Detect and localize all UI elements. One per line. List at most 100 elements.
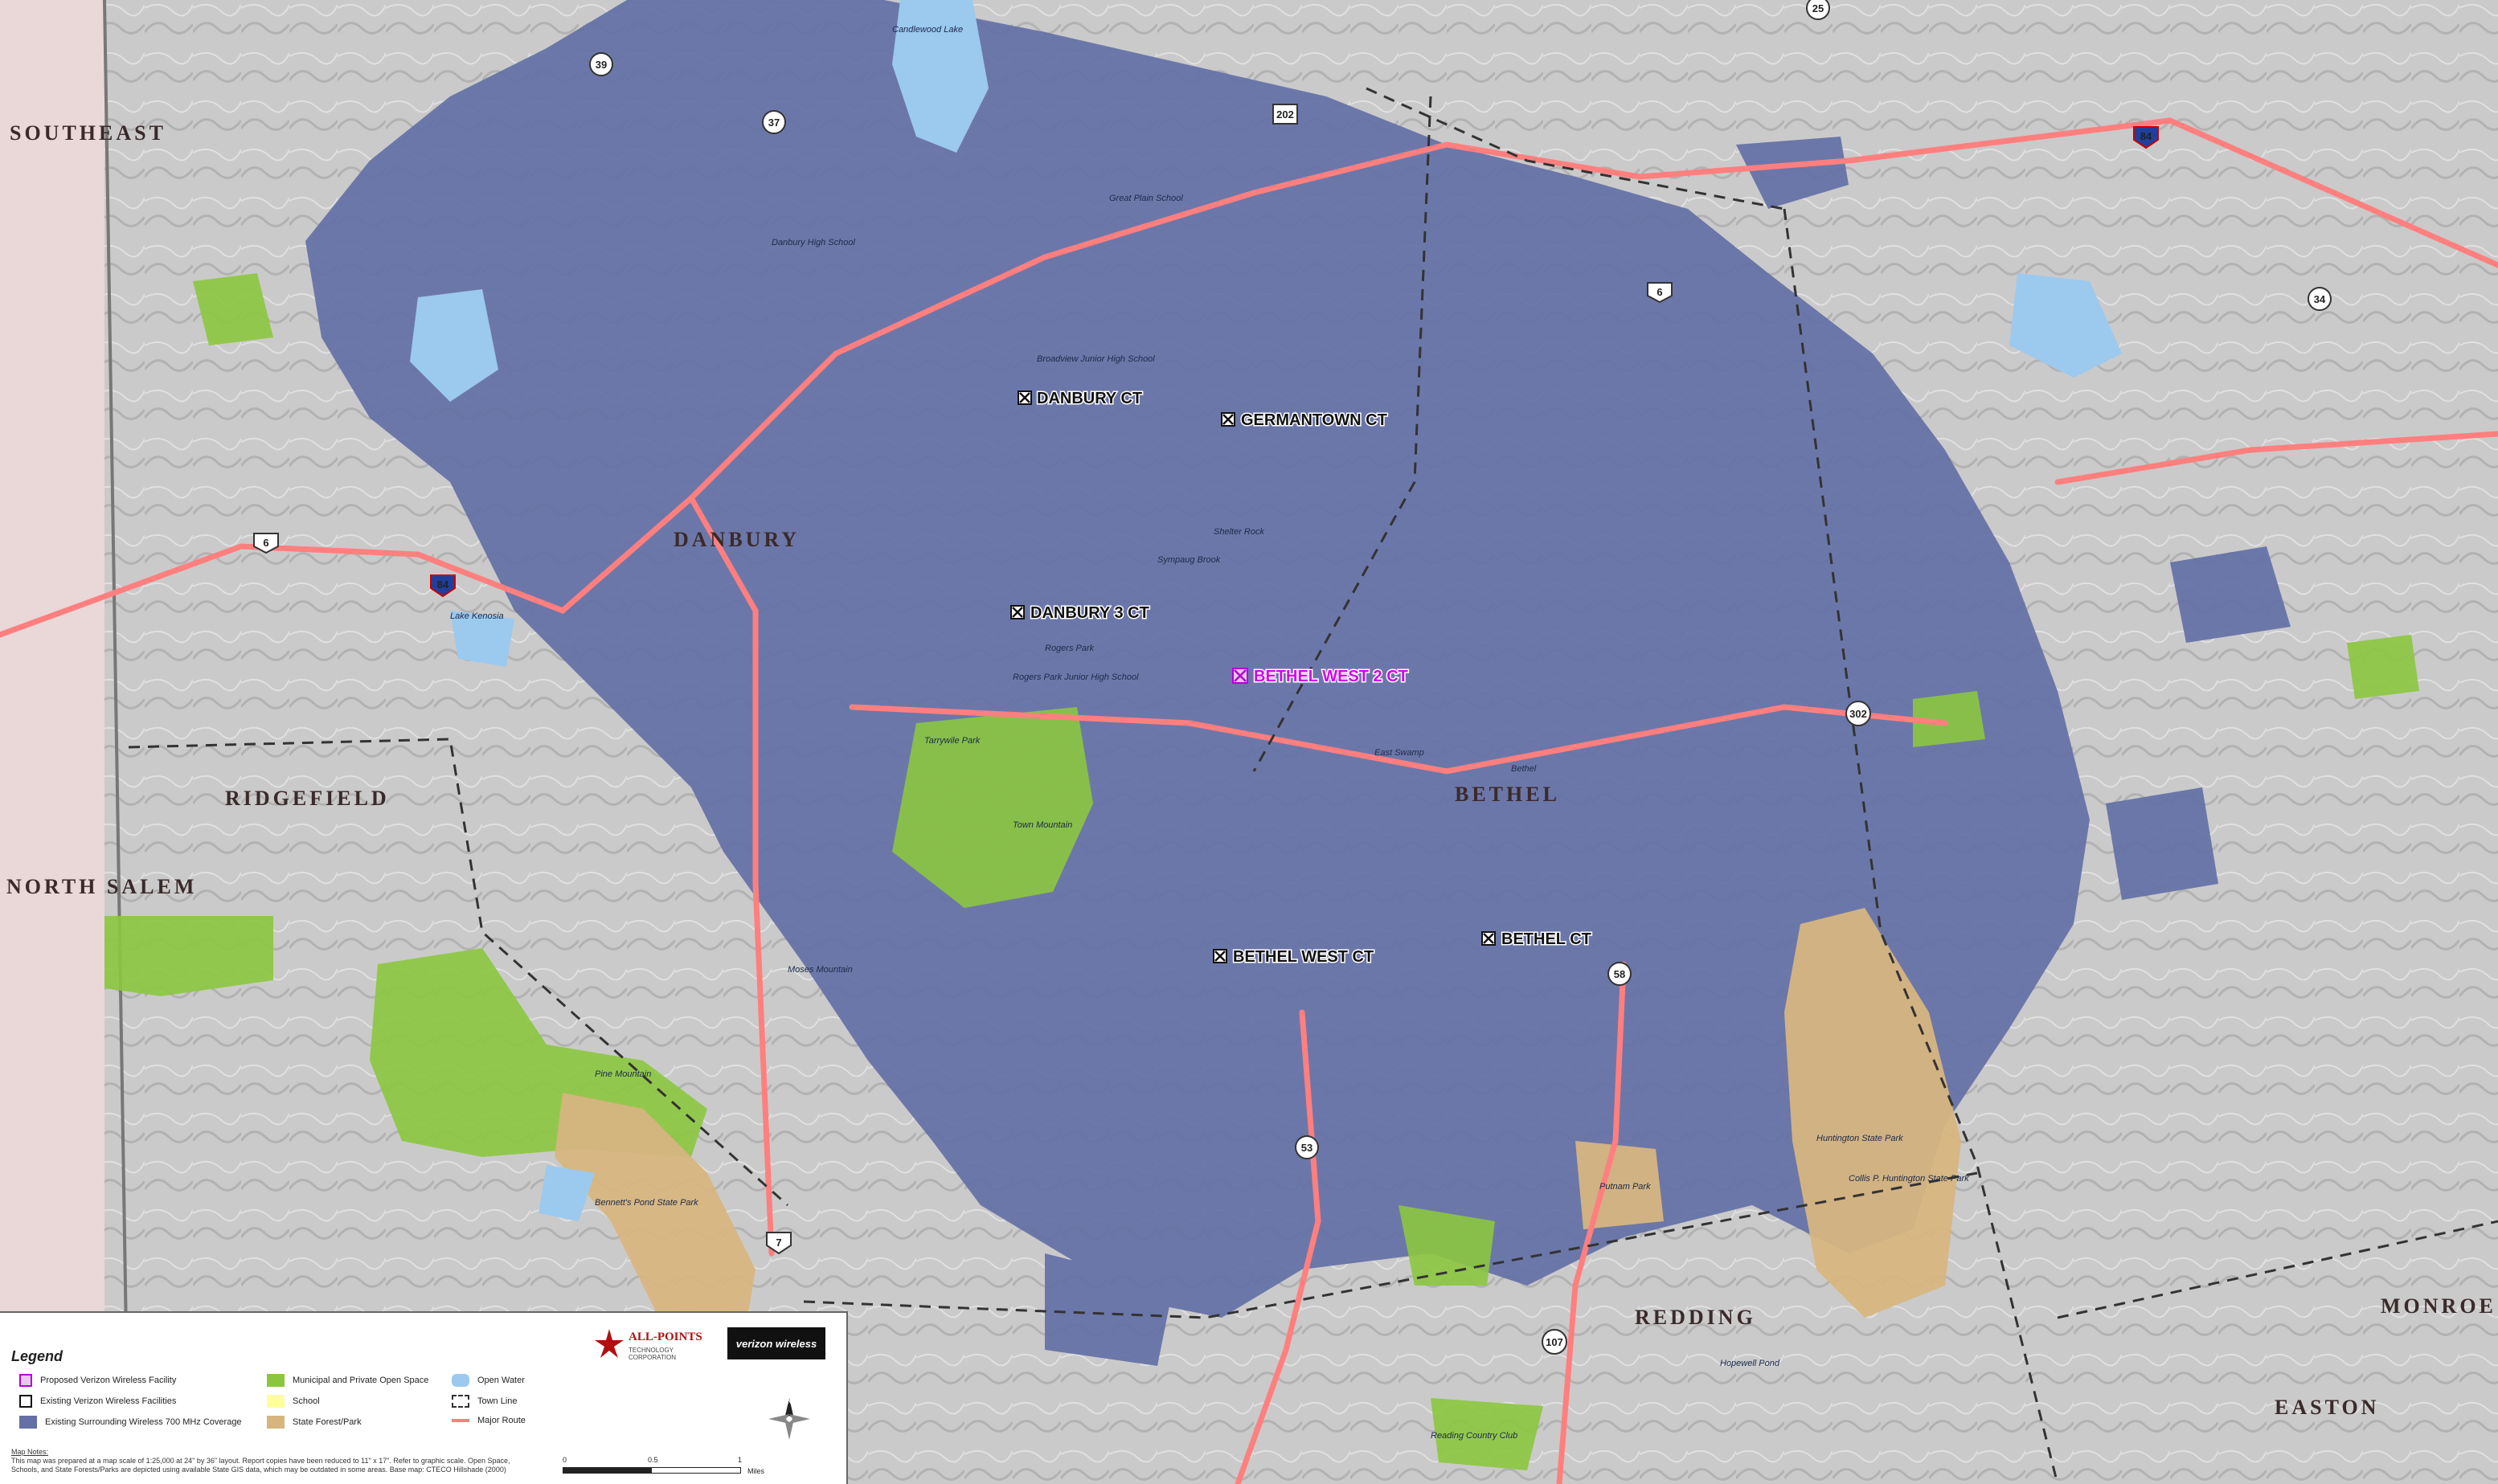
legend-item: School	[267, 1395, 320, 1408]
site-label: GERMANTOWN CT	[1241, 411, 1387, 429]
place-label: Huntington State Park	[1816, 1134, 1903, 1143]
place-label: Sympaug Brook	[1157, 555, 1221, 565]
town-line-swatch	[452, 1395, 469, 1408]
route-shield: 37	[762, 110, 786, 134]
map-notes-heading: Map Notes:	[11, 1448, 49, 1456]
site-label: BETHEL CT	[1501, 930, 1591, 948]
water-swatch	[452, 1374, 469, 1387]
svg-text:6: 6	[1656, 286, 1662, 298]
existing-site-danbury-3[interactable]: DANBURY 3 CT	[1010, 603, 1150, 623]
place-label: Putnam Park	[1599, 1182, 1651, 1192]
route-shield: 302	[1845, 701, 1871, 726]
existing-site-danbury[interactable]: DANBURY CT	[1018, 389, 1144, 409]
place-label: Town Mountain	[1013, 820, 1072, 830]
site-label: DANBURY 3 CT	[1030, 604, 1149, 622]
svg-text:53: 53	[1301, 1142, 1312, 1154]
map-notes-text: This map was prepared at a map scale of …	[11, 1457, 510, 1474]
legend-item: Proposed Verizon Wireless Facility	[19, 1374, 176, 1387]
place-label: Pine Mountain	[595, 1069, 651, 1079]
route-shield: 84	[430, 574, 456, 598]
route-shield: 34	[2308, 287, 2332, 311]
site-label: DANBURY CT	[1037, 390, 1142, 407]
place-label: Candlewood Lake	[892, 25, 963, 35]
place-label: Tarrywile Park	[924, 736, 981, 746]
place-label: Lake Kenosia	[450, 611, 504, 621]
town-label: MONROE	[2381, 1294, 2496, 1318]
legend-item: State Forest/Park	[267, 1416, 362, 1429]
legend-item: Existing Verizon Wireless Facilities	[19, 1395, 176, 1408]
town-label: RIDGEFIELD	[225, 787, 390, 810]
svg-text:107: 107	[1546, 1336, 1563, 1348]
state-forest-swatch	[267, 1416, 285, 1429]
existing-site-icon	[19, 1395, 32, 1408]
legend-label: School	[293, 1396, 320, 1406]
carrier-logo: verizon wireless	[727, 1327, 825, 1359]
legend-item: Existing Surrounding Wireless 700 MHz Co…	[19, 1416, 242, 1429]
place-label: Broadview Junior High School	[1037, 354, 1155, 364]
legend-label: Municipal and Private Open Space	[293, 1376, 429, 1385]
site-label: BETHEL WEST CT	[1233, 948, 1374, 966]
legend-item: Town Line	[452, 1395, 518, 1408]
svg-text:302: 302	[1849, 708, 1867, 720]
proposed-site-bethel-west-2[interactable]: BETHEL WEST 2 CT	[1232, 667, 1409, 687]
school-swatch	[267, 1395, 285, 1408]
place-label: Bethel	[1511, 764, 1537, 774]
svg-text:37: 37	[768, 117, 780, 129]
compass-icon: N	[768, 1397, 810, 1440]
legend-label: Major Route	[477, 1416, 526, 1425]
legend-label: State Forest/Park	[293, 1417, 362, 1427]
place-label: Bennett's Pond State Park	[595, 1198, 698, 1208]
legend-item: Open Water	[452, 1374, 525, 1387]
town-label: SOUTHEAST	[10, 121, 166, 145]
town-label: DANBURY	[674, 528, 800, 551]
open-space-swatch	[267, 1374, 285, 1387]
star-logo-icon	[595, 1329, 624, 1358]
svg-text:7: 7	[776, 1237, 781, 1249]
route-shield: 6	[253, 533, 279, 554]
proposed-site-icon	[19, 1374, 32, 1387]
legend-item: Major Route	[452, 1416, 526, 1425]
route-shield: 58	[1607, 962, 1632, 986]
town-label: NORTH SALEM	[6, 875, 197, 898]
legend-label: Town Line	[477, 1396, 518, 1406]
company-name: ALL-POINTS	[629, 1331, 702, 1343]
town-lines	[128, 87, 2498, 1484]
legend-label: Open Water	[477, 1376, 525, 1385]
svg-text:34: 34	[2314, 293, 2326, 305]
scale-tick: 1	[738, 1456, 743, 1464]
scale-unit: Miles	[747, 1467, 765, 1475]
coverage-area	[305, 0, 2291, 1366]
route-shield: 39	[589, 52, 613, 76]
existing-site-bethel-west[interactable]: BETHEL WEST CT	[1213, 947, 1375, 967]
svg-text:84: 84	[437, 578, 449, 591]
place-label: Moses Mountain	[788, 965, 853, 975]
all-points-logo: ALL-POINTS TECHNOLOGY CORPORATION	[593, 1323, 714, 1369]
company-subtitle: TECHNOLOGY CORPORATION	[629, 1347, 676, 1361]
place-label: Reading Country Club	[1431, 1431, 1517, 1441]
existing-site-germantown[interactable]: GERMANTOWN CT	[1221, 411, 1388, 431]
legend-label: Proposed Verizon Wireless Facility	[40, 1376, 177, 1385]
place-label: Rogers Park	[1045, 644, 1095, 653]
existing-site-bethel[interactable]: BETHEL CT	[1481, 930, 1592, 950]
site-label: BETHEL WEST 2 CT	[1254, 668, 1408, 685]
route-shield: 84	[2133, 126, 2159, 149]
svg-text:39: 39	[596, 59, 607, 71]
map-notes: Map Notes: This map was prepared at a ma…	[11, 1448, 526, 1474]
state-line	[103, 0, 130, 1484]
north-arrow: N	[765, 1395, 813, 1443]
scale-tick: 0	[563, 1456, 567, 1464]
place-label: East Swamp	[1374, 748, 1424, 758]
north-label: N	[787, 1397, 792, 1405]
town-label: BETHEL	[1455, 783, 1560, 806]
scale-tick: 0.5	[648, 1456, 658, 1464]
coverage-swatch	[19, 1416, 37, 1429]
route-shield: 202	[1272, 104, 1298, 125]
major-routes	[0, 117, 2498, 1484]
town-label: REDDING	[1635, 1306, 1756, 1329]
route-shield: 107	[1542, 1329, 1567, 1355]
svg-text:25: 25	[1812, 2, 1824, 14]
place-label: Shelter Rock	[1214, 527, 1264, 537]
place-label: Great Plain School	[1109, 194, 1183, 203]
legend-item: Municipal and Private Open Space	[267, 1374, 428, 1387]
